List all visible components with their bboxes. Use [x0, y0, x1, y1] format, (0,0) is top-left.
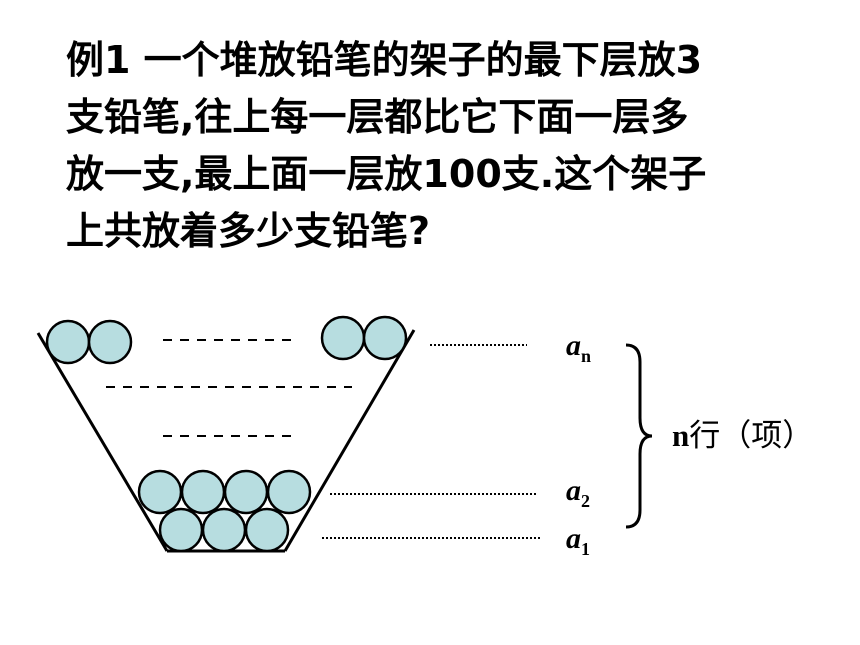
pencil-layer1-2 [201, 507, 247, 553]
pencil-group [45, 315, 408, 553]
pencil-layer2-3 [223, 469, 269, 515]
problem-line-3: 放一支,最上面一层放100支.这个架子 [66, 152, 707, 196]
pencil-layer1-3 [244, 507, 290, 553]
term-label-an: an [566, 329, 591, 366]
pencil-top-left-2 [87, 319, 133, 365]
rack-right-side [283, 329, 416, 552]
problem-line-1: 例1 一个堆放铅笔的架子的最下层放3 [66, 38, 703, 82]
problem-line-4: 上共放着多少支铅笔? [66, 209, 431, 253]
rows-label: n行（项） [672, 418, 813, 453]
term-label-a2: a2 [566, 474, 590, 511]
curly-brace [625, 343, 653, 529]
pencil-top-right-1 [320, 315, 366, 361]
leader-lines [322, 344, 540, 539]
rack-left-side [36, 332, 169, 552]
pencil-top-left-1 [45, 319, 91, 365]
pencil-layer2-4 [266, 469, 312, 515]
omitted-rows [106, 339, 352, 437]
problem-line-2: 支铅笔,往上每一层都比它下面一层多 [66, 95, 689, 139]
pencil-layer2-2 [180, 469, 226, 515]
pencil-layer1-1 [158, 507, 204, 553]
term-label-a1: a1 [566, 522, 590, 559]
pencil-top-right-2 [362, 315, 408, 361]
problem-statement: 例1 一个堆放铅笔的架子的最下层放3 支铅笔,往上每一层都比它下面一层多 放一支… [66, 32, 826, 260]
pencil-layer2-1 [137, 469, 183, 515]
